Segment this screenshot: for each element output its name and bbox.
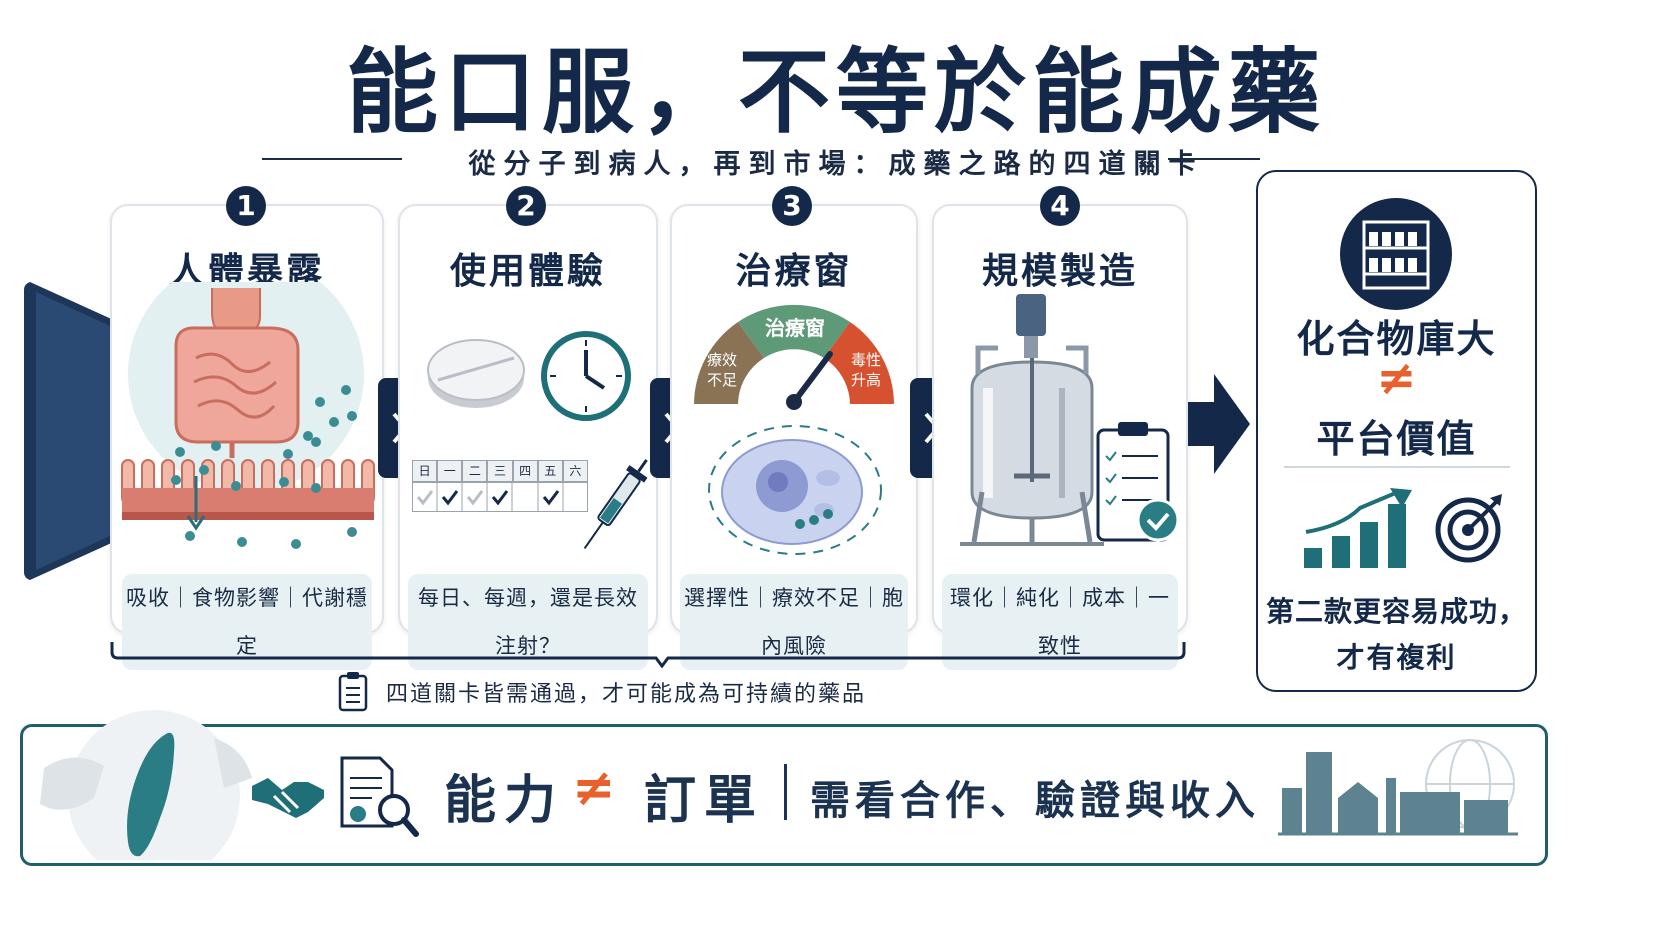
- compound-shelf-icon: [1340, 198, 1452, 310]
- pill-icon: [427, 339, 525, 408]
- city-skyline-icon: [1278, 739, 1518, 836]
- panel-line2: 平台價值: [1316, 417, 1477, 461]
- gauge-center-label: 治療窗: [765, 316, 825, 340]
- syringe-icon: [583, 459, 648, 549]
- subtitle-rule-right: [1168, 158, 1260, 160]
- page-title: 能口服，不等於能成藥: [345, 38, 1326, 146]
- subtitle: 從分子到病人，再到市場：成藥之路的四道關卡: [468, 149, 1204, 180]
- stage-number-badge-1: 1: [226, 186, 266, 226]
- growth-bar-chart-icon: [1304, 488, 1412, 568]
- intestine-absorption-illustration: [121, 282, 375, 549]
- stage-number-badge-3: 3: [772, 186, 812, 226]
- stage-card-2: 使用體驗 日 一 二 三 四 五 六: [398, 204, 658, 670]
- calendar-day-label: 一: [437, 460, 463, 482]
- entry-funnel-shape: [24, 282, 118, 580]
- panel-divider: [1284, 466, 1510, 468]
- stage-caption: 每日、每週，還是長效注射？: [408, 574, 648, 670]
- calendar-day-label: 四: [512, 460, 538, 482]
- subtitle-rule-left: [262, 158, 402, 160]
- target-icon: [1435, 494, 1502, 563]
- therapeutic-window-gauge: [694, 304, 894, 410]
- capability-word: 能力: [444, 771, 565, 831]
- stage-title: 規模製造: [981, 250, 1138, 292]
- stage-card-4: 規模製造 環化｜純化｜成本｜一致性: [932, 204, 1188, 670]
- handshake-icon: [252, 778, 324, 818]
- not-equal-sign: ≠: [1376, 350, 1417, 406]
- gauge-right-label: 毒性 升高: [850, 351, 881, 389]
- gauge-left-label: 療效 不足: [706, 351, 737, 389]
- calendar-day-label: 六: [562, 460, 588, 482]
- not-equal-sign: ≠: [572, 758, 624, 818]
- stage-card-3: 治療窗 治療窗 療效 不足 毒性 升高 選擇性｜療效不足｜胞內風險: [670, 204, 918, 670]
- weekly-calendar: 日 一 二 三 四 五 六: [412, 460, 588, 516]
- stage-number-badge-4: 4: [1040, 186, 1080, 226]
- stage-title: 使用體驗: [449, 250, 606, 292]
- arrow-right-icon: [1188, 374, 1250, 474]
- document-search-icon: [340, 756, 419, 837]
- panel-footer1: 第二款更容易成功，: [1265, 595, 1527, 628]
- panel-line1: 化合物庫大: [1296, 317, 1497, 361]
- stages-bracket: [110, 642, 1186, 668]
- calendar-day-label: 二: [462, 460, 488, 482]
- calendar-checkmarks: [412, 482, 588, 512]
- platform-value-panel: 化合物庫大 ≠ 平台價值 第二款更容易成功， 才有複利: [1256, 170, 1537, 692]
- cell-illustration: [708, 425, 882, 555]
- stage-title: 治療窗: [735, 250, 853, 292]
- bottom-divider: [784, 764, 787, 820]
- calendar-day-label: 五: [537, 460, 563, 482]
- panel-footer2: 才有複利: [1336, 641, 1457, 674]
- calendar-day-label: 日: [412, 460, 438, 482]
- stage-card-1: 人體暴露 吸收｜食物影響｜代謝穩定: [110, 204, 384, 670]
- stage-number-badge-2: 2: [506, 186, 546, 226]
- stage-caption: 環化｜純化｜成本｜一致性: [942, 574, 1178, 670]
- clipboard-checklist-icon: [1096, 422, 1180, 542]
- calendar-day-label: 三: [487, 460, 513, 482]
- stage-caption: 吸收｜食物影響｜代謝穩定: [122, 574, 372, 670]
- bracket-note: 四道關卡皆需通過，才可能成為可持續的藥品: [386, 682, 867, 707]
- checklist-icon: [338, 672, 368, 712]
- reactor-vessel-illustration: [960, 294, 1104, 546]
- clock-icon: [541, 331, 631, 421]
- taiwan-map-icon: [40, 710, 252, 860]
- orders-word: 訂單: [644, 771, 765, 831]
- stage-caption: 選擇性｜療效不足｜胞內風險: [680, 574, 908, 670]
- bottom-tail: 需看合作、驗證與收入: [810, 778, 1260, 824]
